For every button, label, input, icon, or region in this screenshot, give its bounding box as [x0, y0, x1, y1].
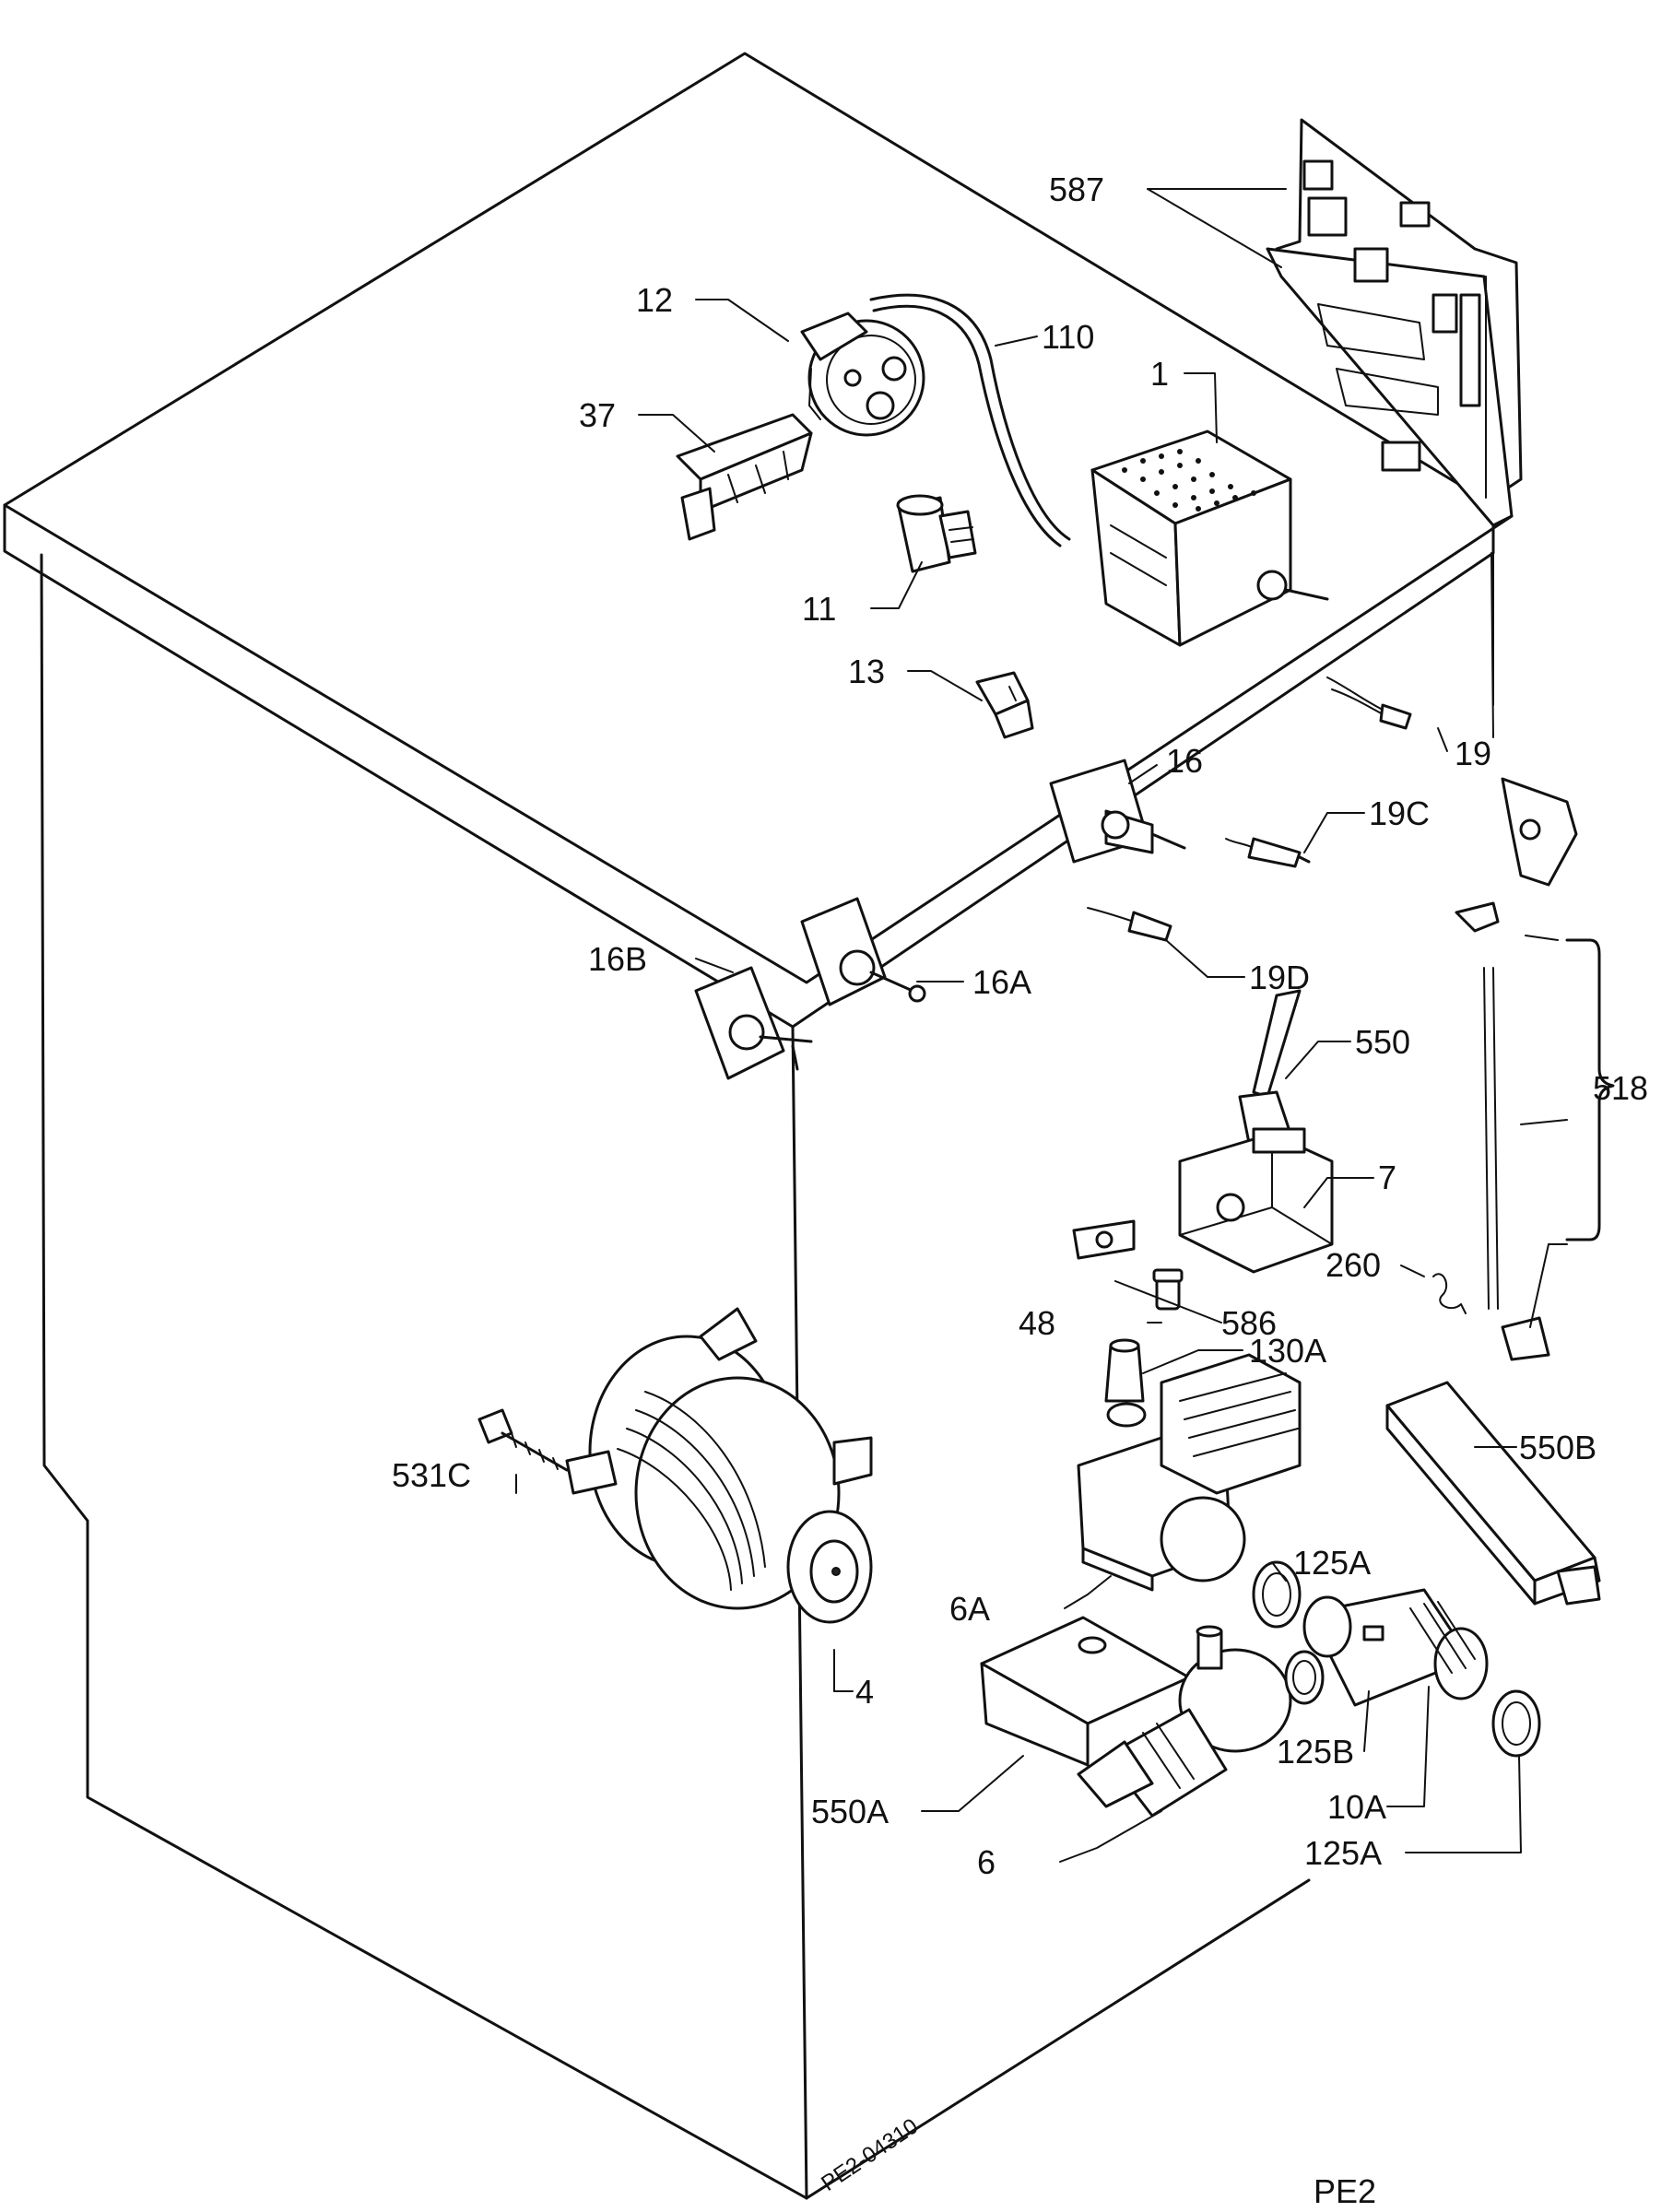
label-130a: 130A	[1249, 1332, 1326, 1370]
label-19d: 19D	[1249, 959, 1310, 996]
label-125b: 125B	[1277, 1733, 1354, 1771]
label-11: 11	[802, 590, 836, 628]
label-586: 586	[1221, 1304, 1277, 1342]
label-4: 4	[855, 1673, 874, 1711]
label-48: 48	[1019, 1304, 1055, 1342]
part-4-motor	[565, 1307, 873, 1624]
label-6: 6	[977, 1843, 996, 1881]
part-37-terminal-block	[676, 413, 813, 541]
label-13: 13	[848, 653, 885, 690]
part-12-pressure-switch	[800, 312, 925, 437]
label-12: 12	[636, 281, 673, 319]
part-11-capacitor	[896, 494, 977, 573]
label-125a-top: 125A	[1293, 1544, 1371, 1582]
label-37: 37	[579, 396, 616, 434]
leader-lines	[515, 188, 1568, 1863]
part-550b-rail	[1385, 1381, 1601, 1606]
part-13-connector	[975, 671, 1034, 739]
part-531c-bolt	[477, 1408, 569, 1472]
part-6-drain-pump	[1077, 1625, 1292, 1818]
part-19c-sensor	[1225, 837, 1311, 868]
label-587: 587	[1049, 171, 1104, 208]
part-10a-hose-connector	[1302, 1588, 1489, 1707]
drawing-code: PE2-04310	[817, 2113, 923, 2196]
part-16-switch	[1049, 759, 1186, 864]
part-7-door-lock	[1178, 1127, 1334, 1274]
part-16b-switch	[694, 966, 813, 1080]
label-16b: 16B	[588, 940, 647, 978]
label-19: 19	[1455, 735, 1491, 772]
part-125a-bottom-gasket	[1491, 1689, 1541, 1758]
label-110: 110	[1042, 318, 1094, 356]
label-260: 260	[1325, 1246, 1381, 1284]
label-19c: 19C	[1369, 794, 1430, 832]
label-1: 1	[1150, 355, 1169, 393]
part-260-spring	[1432, 1273, 1467, 1314]
page-code: PE2	[1314, 2172, 1376, 2210]
part-1-programmer-timer	[1090, 429, 1329, 647]
label-550b: 550B	[1519, 1429, 1596, 1466]
part-586-bracket	[1072, 1219, 1136, 1260]
part-110-hose	[869, 293, 1071, 547]
label-16: 16	[1166, 742, 1203, 780]
label-550a: 550A	[811, 1793, 889, 1830]
part-550a-cover	[980, 1616, 1191, 1767]
part-125a-top-gasket	[1252, 1560, 1302, 1629]
label-531c: 531C	[392, 1456, 471, 1494]
part-labels: 587 12 110 1 37 11 13 19 16 19C 16B 16A …	[392, 171, 1648, 1881]
part-16a-switch	[800, 897, 926, 1006]
part-6a-pump-body	[1077, 1353, 1302, 1592]
label-10a: 10A	[1327, 1788, 1386, 1826]
part-130a-fitting	[1104, 1338, 1145, 1403]
part-587-panel-frame	[1266, 118, 1523, 527]
part-125b-ring	[1284, 1650, 1325, 1705]
label-550: 550	[1355, 1023, 1410, 1061]
part-19d-sensor	[1087, 907, 1172, 942]
part-19-sensor	[1326, 677, 1412, 730]
bracket-518	[1565, 938, 1615, 1241]
label-125a-bottom: 125A	[1304, 1834, 1382, 1872]
part-518-rod-kit	[1455, 777, 1578, 1361]
label-16a: 16A	[972, 963, 1031, 1001]
part-550-lever	[1238, 989, 1302, 1145]
label-518: 518	[1593, 1069, 1648, 1107]
label-7: 7	[1378, 1159, 1396, 1196]
label-6a: 6A	[949, 1590, 990, 1628]
part-48-lamp	[1152, 1268, 1184, 1311]
